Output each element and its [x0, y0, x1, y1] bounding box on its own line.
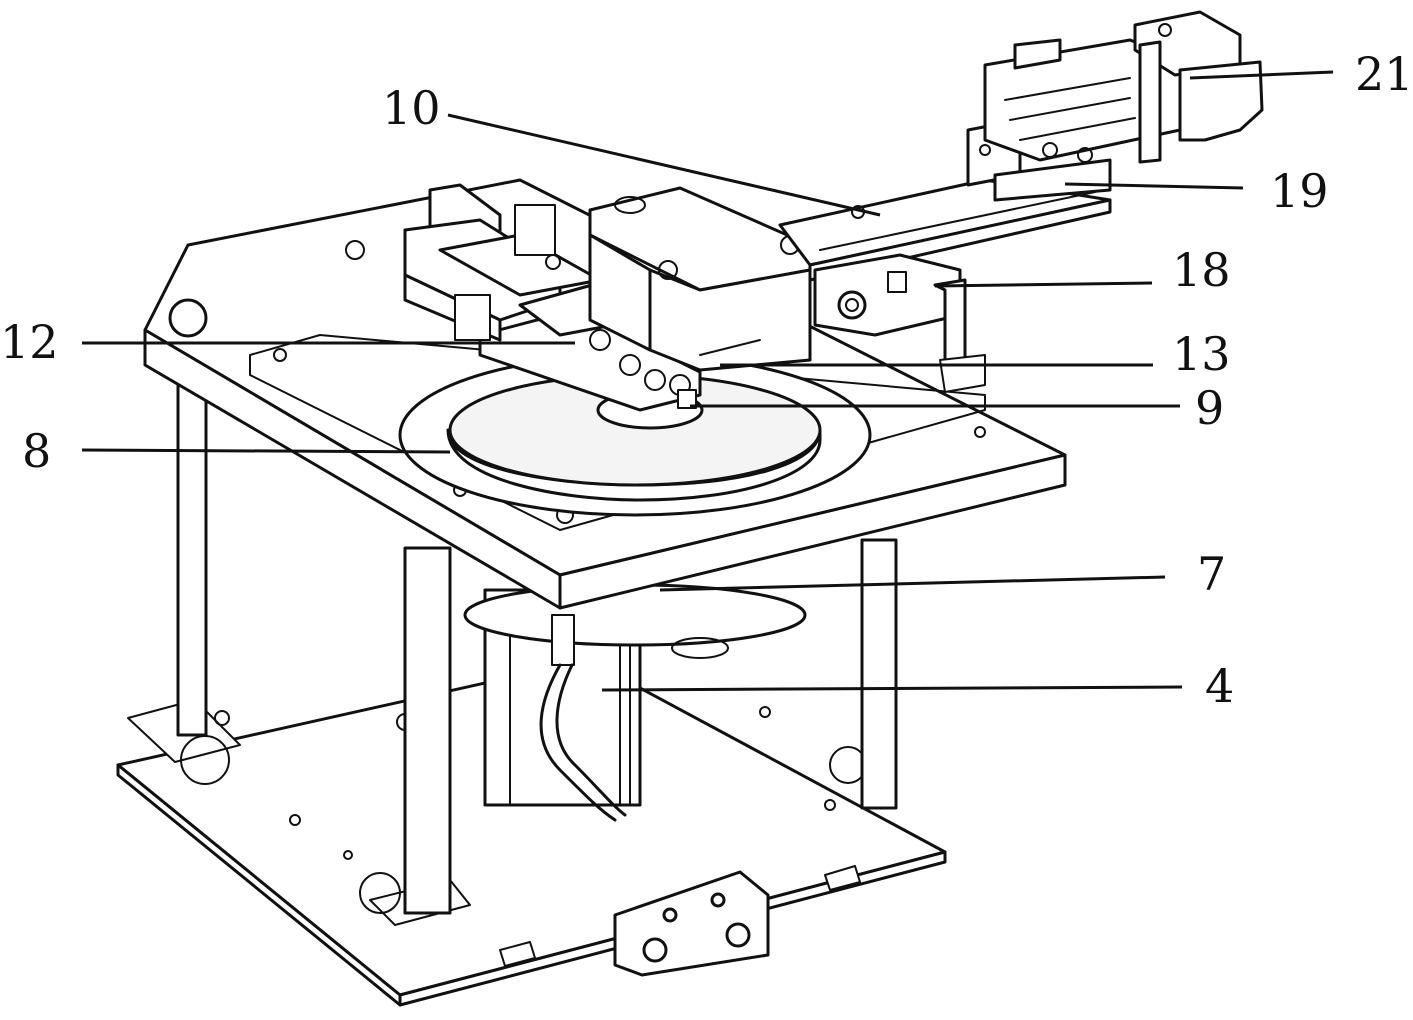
label-7: 7: [1197, 547, 1226, 601]
label-21: 21: [1355, 47, 1413, 101]
label-9: 9: [1195, 381, 1224, 435]
leader-18: [934, 281, 1153, 288]
leader-21: [1189, 70, 1334, 80]
gripper: [966, 10, 1264, 202]
base-plate: [116, 658, 947, 1007]
label-13: 13: [1172, 327, 1231, 381]
turntable: [398, 353, 872, 517]
leader-lines: [81, 70, 1334, 692]
label-18: 18: [1172, 243, 1231, 297]
leader-8: [81, 448, 451, 454]
leader-19: [1064, 182, 1244, 190]
label-12: 12: [0, 315, 59, 369]
label-4: 4: [1205, 659, 1234, 713]
leader-4: [601, 685, 1183, 692]
callout-labels: 10 21 19 18 12 13 9 8 7 4: [0, 47, 1413, 713]
label-10: 10: [382, 81, 441, 135]
sensor-bracket: [813, 253, 986, 393]
center-block: [588, 186, 812, 372]
label-19: 19: [1270, 164, 1329, 218]
leader-10: [447, 113, 881, 217]
label-8: 8: [22, 424, 51, 478]
leader-7: [659, 575, 1166, 592]
